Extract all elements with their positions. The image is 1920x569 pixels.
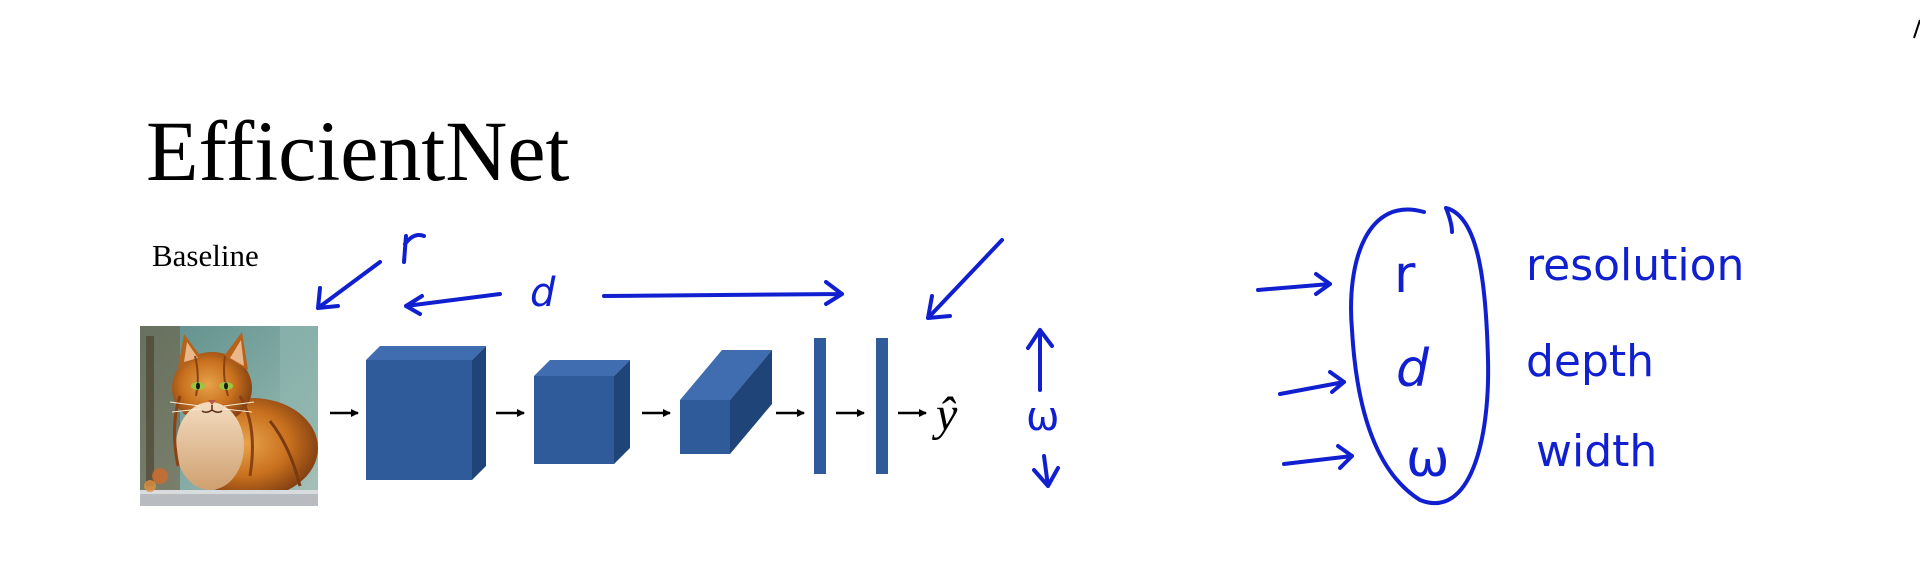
conv-block-medium — [534, 360, 630, 464]
ellipse-symbol-w: ω — [1406, 429, 1450, 489]
conv-block-elongated — [680, 350, 772, 454]
width-arrow — [926, 238, 1004, 320]
baseline-label: Baseline — [152, 238, 259, 273]
factor-arrow-w — [1282, 444, 1354, 470]
slide-title: EfficientNet — [146, 103, 570, 199]
width-down-arrow — [1032, 454, 1060, 488]
width-up-arrow — [1026, 328, 1054, 392]
corner-mark — [1913, 19, 1920, 39]
resolution-mark — [402, 233, 426, 264]
depth-symbol: d — [530, 270, 556, 316]
factor-ellipse — [1349, 206, 1491, 505]
ellipse-symbol-d: d — [1396, 339, 1430, 399]
label-width: width — [1536, 426, 1657, 477]
handwritten-labels: d ω r d ω resolution depth width — [530, 240, 1744, 489]
resolution-arrow — [316, 260, 382, 310]
output-label: ŷ — [931, 388, 958, 441]
factor-arrow-d — [1278, 370, 1346, 396]
handwritten-annotations — [316, 206, 1491, 505]
width-symbol: ω — [1026, 394, 1060, 440]
cat-photo — [140, 326, 318, 506]
factor-arrow-r — [1256, 272, 1332, 296]
label-depth: depth — [1526, 336, 1654, 387]
ellipse-symbol-r: r — [1394, 245, 1416, 305]
depth-arrow-left — [404, 292, 502, 316]
fc-layer-2 — [876, 338, 888, 474]
label-resolution: resolution — [1526, 240, 1744, 291]
conv-block-large — [366, 346, 486, 480]
fc-layer-1 — [814, 338, 826, 474]
depth-arrow-right — [602, 280, 844, 306]
